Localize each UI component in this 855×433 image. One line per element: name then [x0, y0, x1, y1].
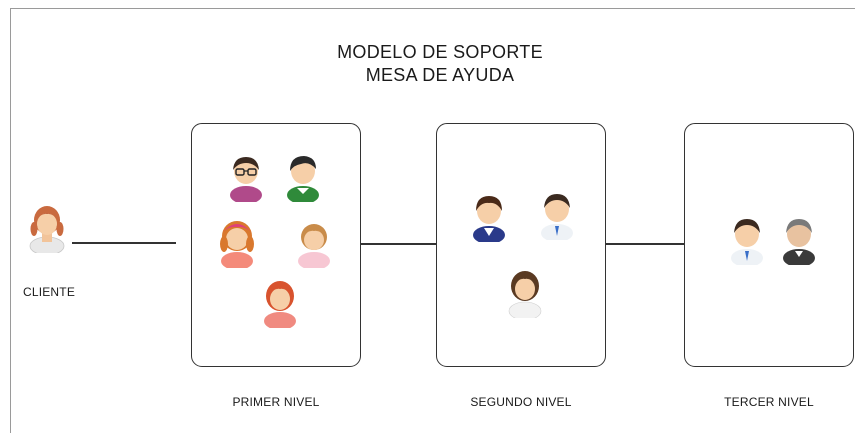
level-label-tercer: TERCER NIVEL: [724, 395, 814, 409]
level-box-tercer: [684, 123, 854, 367]
client-label: CLIENTE: [22, 285, 76, 299]
connector-client-to-primer: [72, 242, 176, 244]
person-avatar-icon: [258, 278, 302, 328]
frame-left-border: [10, 8, 11, 433]
person-avatar-icon: [281, 152, 325, 202]
diagram-title-line2: MESA DE AYUDA: [365, 65, 515, 85]
person-avatar-icon: [467, 192, 511, 242]
connector-primer-to-segundo: [360, 243, 438, 245]
frame-top-border: [10, 8, 855, 9]
person-avatar-icon: [292, 218, 336, 268]
person-avatar-icon: [215, 218, 259, 268]
person-avatar-icon: [503, 268, 547, 318]
level-label-segundo: SEGUNDO NIVEL: [470, 395, 572, 409]
person-avatar-icon: [224, 152, 268, 202]
client-avatar-icon: [25, 203, 69, 253]
person-avatar-icon: [777, 215, 821, 265]
connector-segundo-to-tercer: [604, 243, 686, 245]
level-label-primer: PRIMER NIVEL: [232, 395, 320, 409]
diagram-title-line1: MODELO DE SOPORTE: [337, 42, 543, 62]
person-avatar-icon: [535, 190, 579, 240]
person-avatar-icon: [725, 215, 769, 265]
level-box-segundo: [436, 123, 606, 367]
